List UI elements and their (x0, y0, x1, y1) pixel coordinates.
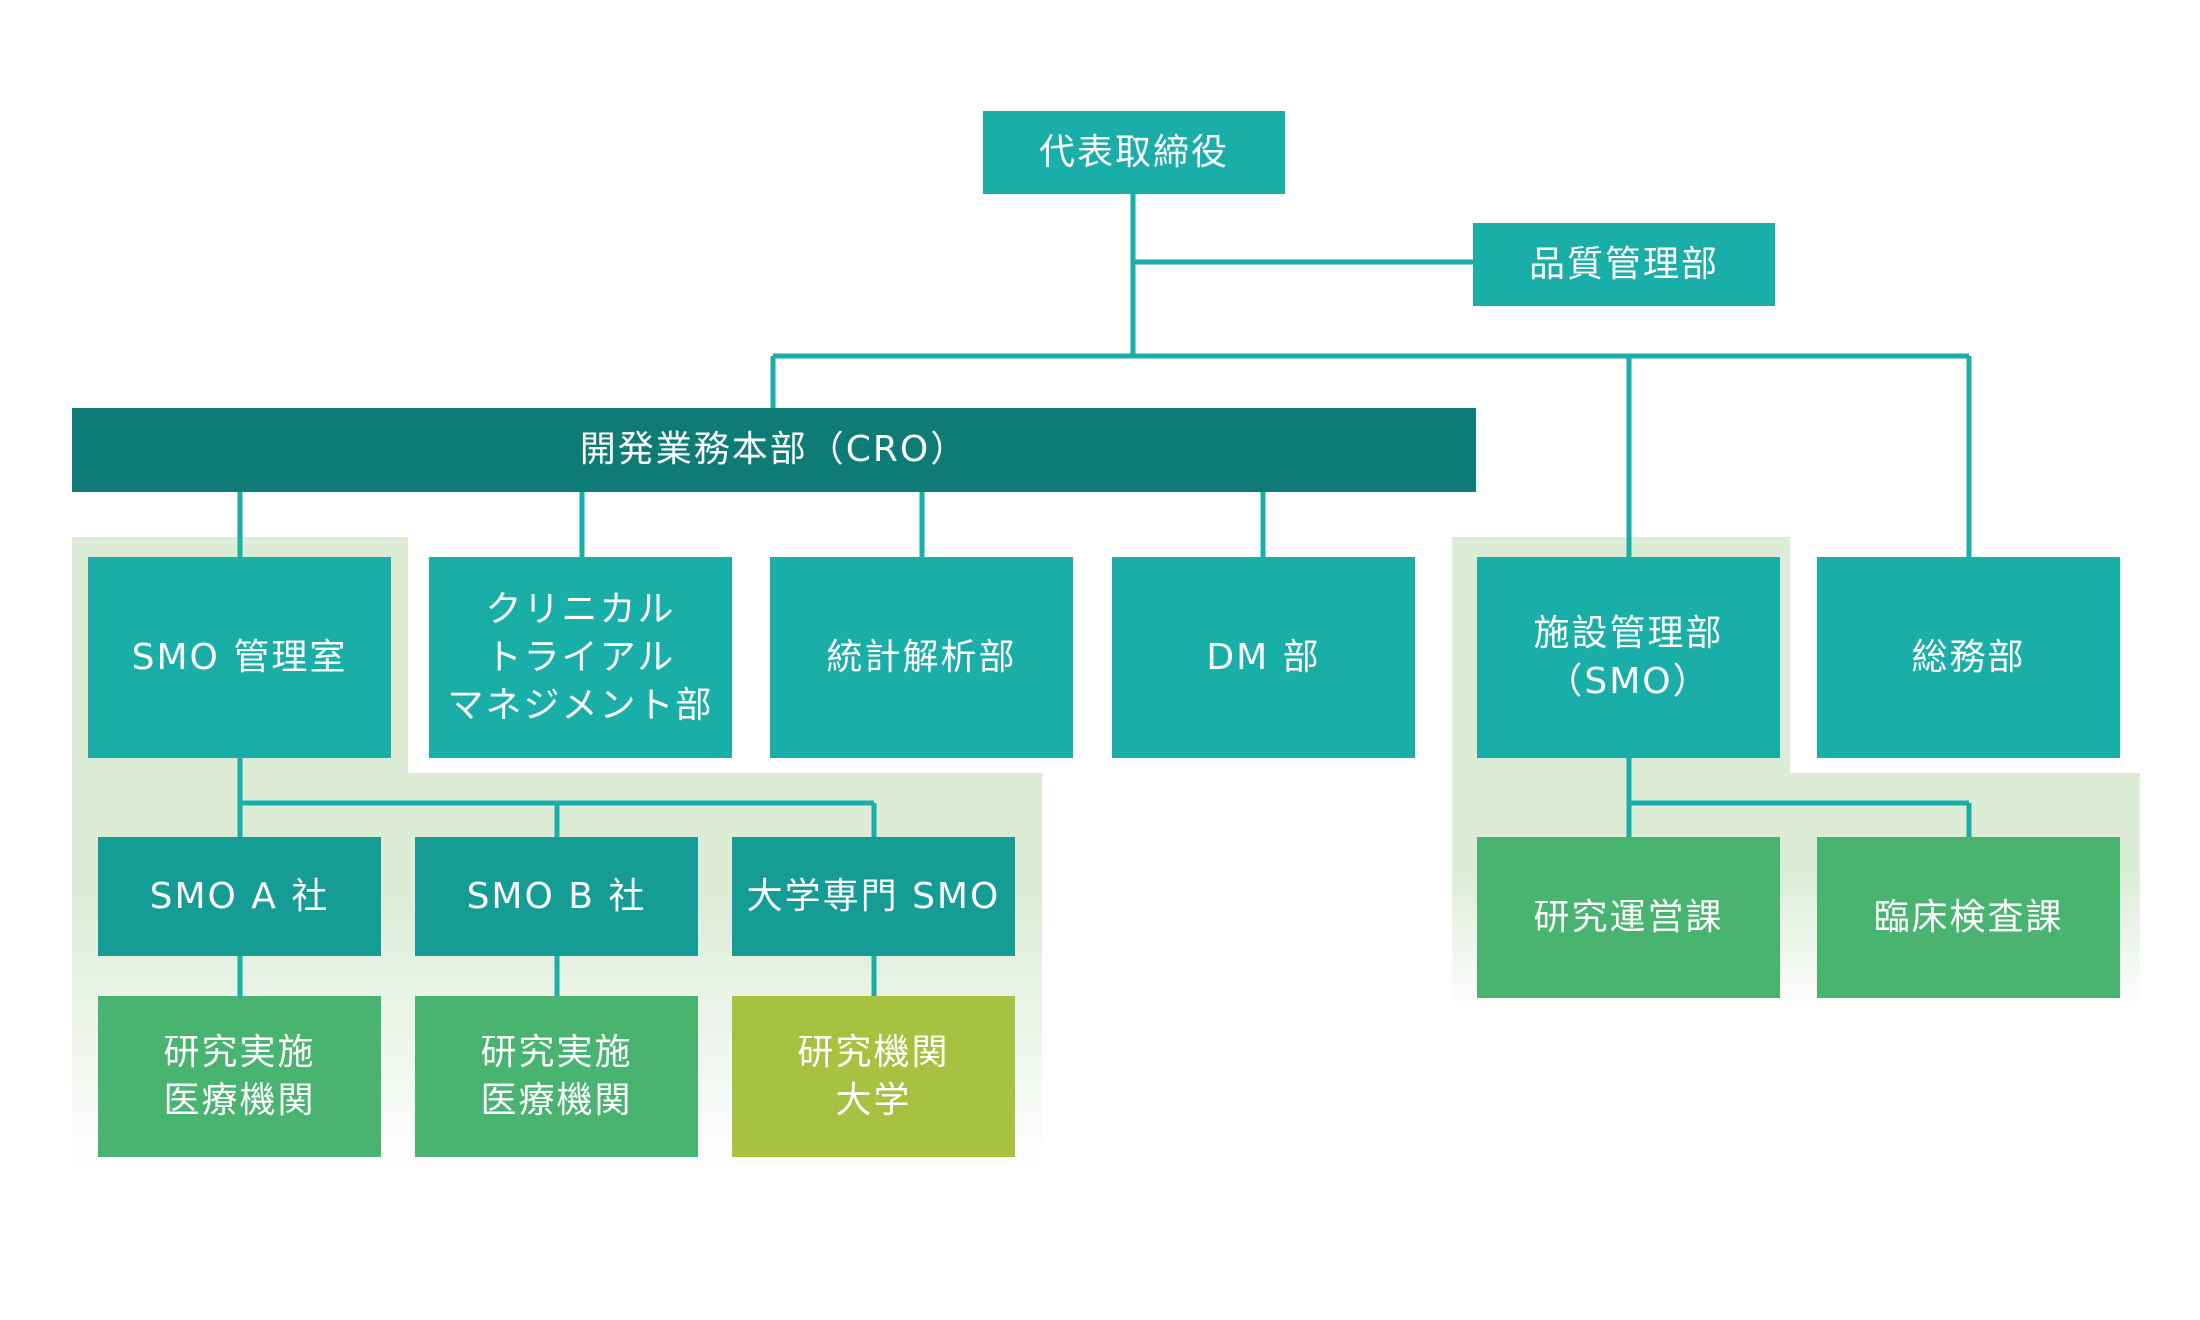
node-general: 総務部 (1817, 557, 2120, 758)
node-smo-b: SMO B 社 (415, 837, 698, 956)
node-smo-office: SMO 管理室 (88, 557, 391, 758)
node-dm: DM 部 (1112, 557, 1415, 758)
node-stats: 統計解析部 (770, 557, 1073, 758)
node-site-b: 研究実施 医療機関 (415, 996, 698, 1157)
node-univ-smo: 大学専門 SMO (732, 837, 1015, 956)
node-clinical-lab: 臨床検査課 (1817, 837, 2120, 998)
node-dev-hq: 開発業務本部（CRO） (72, 408, 1476, 492)
node-univ-site: 研究機関 大学 (732, 996, 1015, 1157)
node-clinical: クリニカル トライアル マネジメント部 (429, 557, 732, 758)
node-site-a: 研究実施 医療機関 (98, 996, 381, 1157)
node-quality: 品質管理部 (1473, 223, 1775, 306)
node-smo-a: SMO A 社 (98, 837, 381, 956)
node-research-ops: 研究運営課 (1477, 837, 1780, 998)
node-facility: 施設管理部 （SMO） (1477, 557, 1780, 758)
node-ceo: 代表取締役 (983, 111, 1285, 194)
